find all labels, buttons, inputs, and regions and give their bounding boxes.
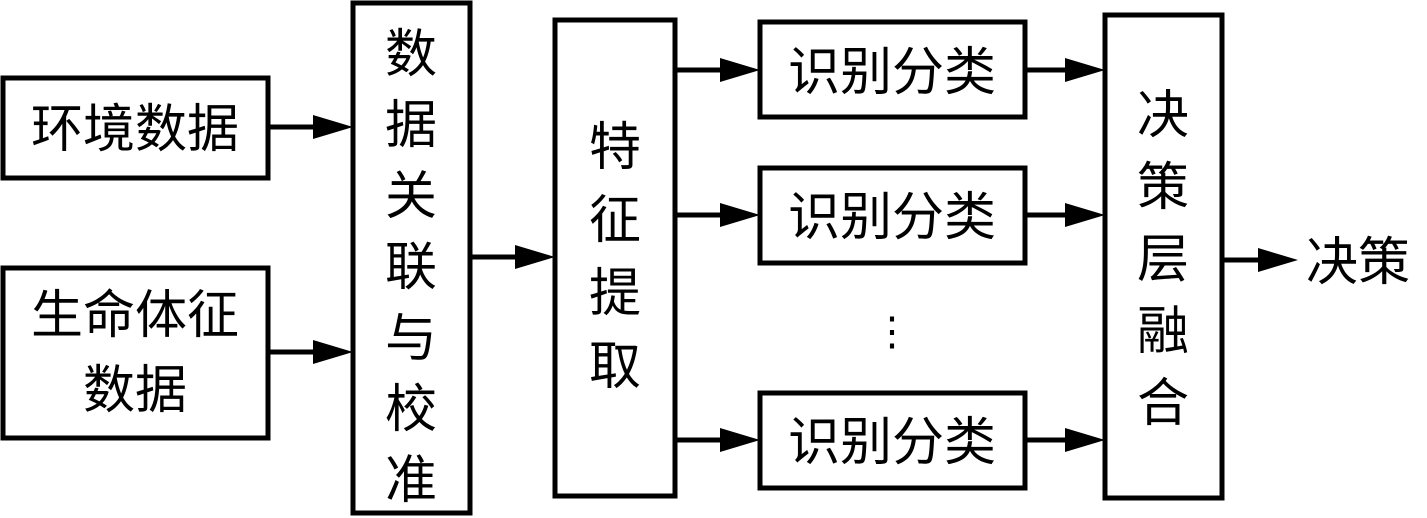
arrowhead-env — [313, 115, 353, 139]
correlate-calibrate-label: 数据关联与校准 — [385, 25, 437, 511]
classify-label-2: 识别分类 — [788, 188, 996, 248]
vital-data-box — [0, 265, 271, 441]
arrowhead-fusion-2 — [1065, 203, 1105, 227]
env-data-box — [0, 75, 271, 181]
arrowhead-classify-1 — [720, 58, 760, 82]
feature-extract-label: 特征提取 — [589, 118, 641, 397]
arrowhead-classify-2 — [720, 203, 760, 227]
arrowhead-output — [1258, 248, 1298, 272]
feature-extract-box — [552, 17, 678, 499]
correlate-calibrate-box — [350, 0, 473, 516]
ellipsis-mark: ⋮ — [872, 309, 912, 355]
arrowhead-fusion-1 — [1065, 58, 1105, 82]
output-label: 决策 — [1306, 233, 1410, 293]
env-data-label: 环境数据 — [31, 100, 239, 160]
arrowhead-classify-3 — [720, 428, 760, 452]
classify-box-2 — [757, 165, 1028, 266]
decision-fusion-label: 决策层融合 — [1137, 86, 1189, 434]
vital-data-label-line2: 数据 — [83, 361, 187, 421]
classify-label-3: 识别分类 — [788, 413, 996, 473]
arrowhead-fusion-3 — [1065, 428, 1105, 452]
vital-data-label-line1: 生命体征 — [31, 286, 239, 346]
decision-fusion-box — [1102, 12, 1225, 501]
arrowhead-correlate — [515, 245, 555, 269]
classify-label-1: 识别分类 — [788, 43, 996, 103]
arrowhead-vital — [313, 340, 353, 364]
classify-box-3 — [757, 390, 1028, 491]
